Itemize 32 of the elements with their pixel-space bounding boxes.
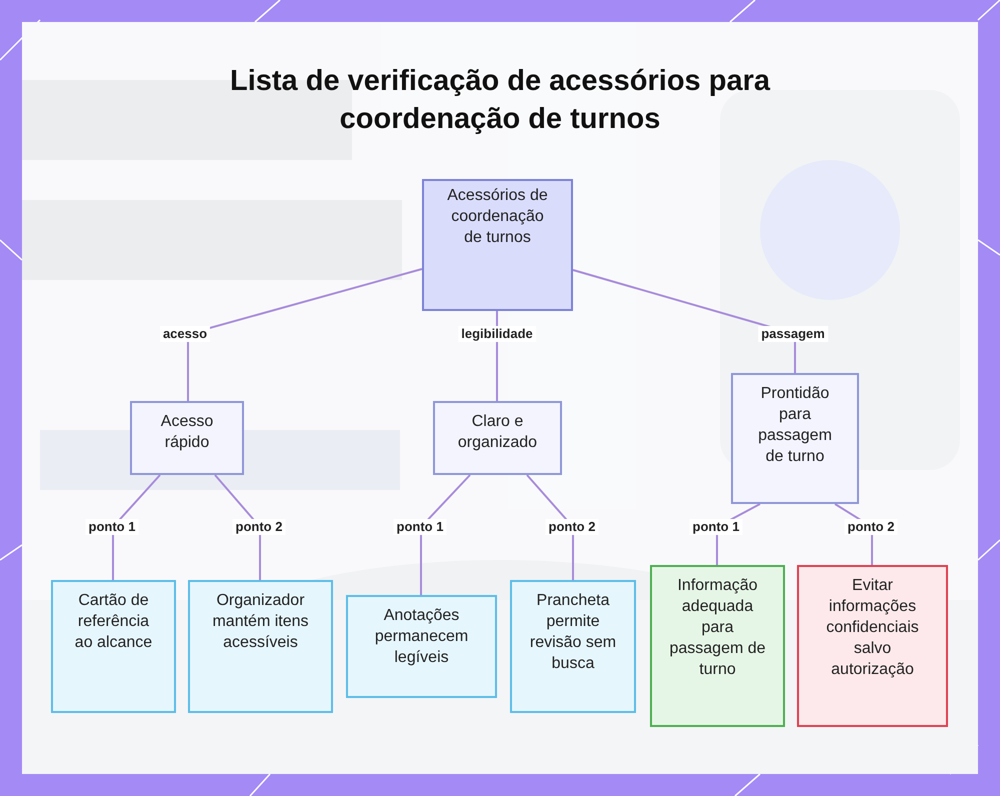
edge-label: ponto 2 — [844, 519, 898, 535]
node-text: Informação adequada para passagem de turno — [668, 576, 767, 680]
edge-label: ponto 2 — [546, 519, 598, 535]
topic-box — [650, 565, 785, 727]
node-text: Acessórios de coordenação de turnos — [446, 186, 549, 248]
node-text: Cartão de referência ao alcance — [74, 591, 154, 653]
connector-line — [187, 268, 422, 401]
node-text: Anotações permanecem legíveis — [374, 606, 470, 668]
topic-box — [510, 580, 636, 713]
edge-label: legibilidade — [458, 326, 536, 342]
edge-label: acesso — [160, 326, 210, 342]
node-text: Claro e organizado — [456, 412, 538, 453]
topic-box — [188, 580, 333, 713]
connector-line — [420, 474, 471, 595]
edge-label: ponto 1 — [690, 519, 742, 535]
topic-box — [797, 565, 948, 727]
root-box — [422, 179, 573, 311]
node-text: Organizador mantém itens acessíveis — [211, 591, 310, 653]
edge-label: ponto 1 — [86, 519, 138, 535]
node-text: Prontidão para passagem de turno — [757, 384, 833, 467]
edge-label: passagem — [758, 326, 828, 342]
edge-label: ponto 1 — [394, 519, 446, 535]
topic-box — [433, 401, 562, 475]
diagram-title: Lista de verificação de acessórios para coordenação de turnos — [229, 64, 772, 137]
topic-box — [51, 580, 176, 713]
topic-box — [731, 373, 859, 504]
node-text: Acesso rápido — [160, 412, 214, 453]
edge-label: ponto 2 — [232, 519, 286, 535]
node-text: Evitar informações confidenciais salvo autorização — [825, 576, 920, 680]
node-text: Prancheta permite revisão sem busca — [528, 591, 618, 674]
topic-box — [130, 401, 244, 475]
topic-box — [346, 595, 497, 698]
